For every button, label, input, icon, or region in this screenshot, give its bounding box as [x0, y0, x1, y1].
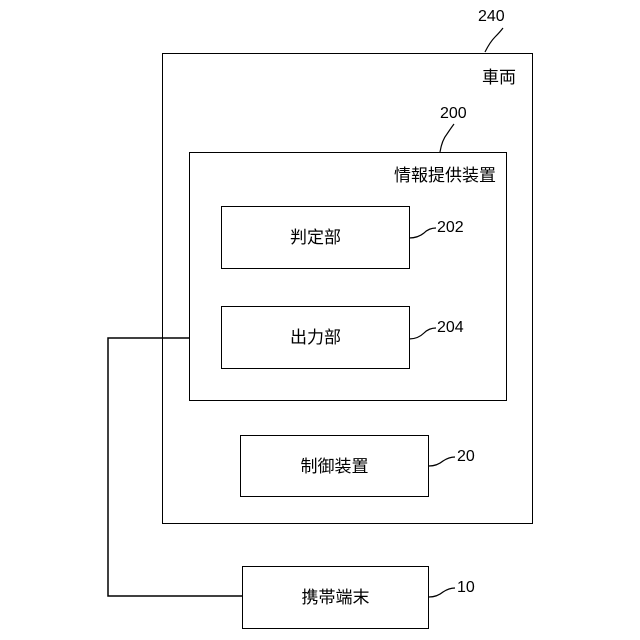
judgment-unit-label: 判定部: [222, 230, 409, 247]
mobile-terminal-box: 携帯端末: [242, 566, 429, 629]
info-device-label: 情報提供装置: [394, 168, 496, 185]
leader-line-10: [429, 588, 455, 597]
control-device-box: 制御装置: [240, 435, 429, 497]
judgment-unit-box: 判定部: [221, 206, 410, 269]
control-device-label: 制御装置: [241, 459, 428, 476]
vehicle-ref: 240: [478, 9, 505, 25]
mobile-terminal-ref: 10: [457, 580, 475, 596]
output-unit-label: 出力部: [222, 330, 409, 347]
vehicle-label: 車両: [482, 70, 516, 87]
info-device-ref: 200: [440, 106, 467, 122]
leader-line-240: [485, 28, 503, 52]
output-unit-box: 出力部: [221, 306, 410, 369]
control-device-ref: 20: [457, 449, 475, 465]
output-unit-ref: 204: [437, 320, 464, 336]
judgment-unit-ref: 202: [437, 220, 464, 236]
mobile-terminal-label: 携帯端末: [243, 590, 428, 607]
